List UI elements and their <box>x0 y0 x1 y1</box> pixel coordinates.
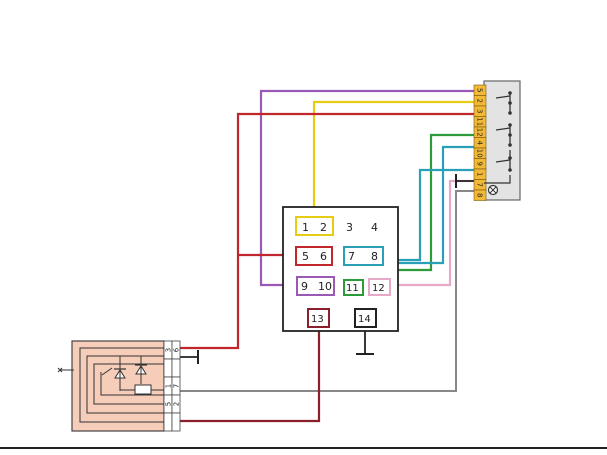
connector-pin-label: 9 <box>476 162 484 166</box>
contact-dot-5 <box>508 133 512 137</box>
relay-inner-line-4 <box>100 372 164 396</box>
module-pin-8: 8 <box>371 250 378 263</box>
wire-teal-2 <box>383 168 476 262</box>
relay-inner-line-3 <box>93 363 164 405</box>
pin-box-13 <box>307 308 330 328</box>
pin-box-5-6 <box>295 246 333 266</box>
contact-dot-7 <box>508 156 512 160</box>
resistor-icon <box>134 384 152 395</box>
connector-pin-strip: 5 2 3 11 12 4 10 9 1 7 8 <box>473 84 487 201</box>
pin-box-7-8 <box>343 246 384 266</box>
contact-dot-1 <box>508 91 512 95</box>
relay-pin-label: 5 <box>165 402 173 406</box>
relay-pin-label: 7 <box>173 384 181 388</box>
module-pin-13: 13 <box>311 314 324 325</box>
relay-inner-line-1 <box>79 347 164 423</box>
connector-pin-label: 3 <box>476 109 484 113</box>
contact-dot-8 <box>508 168 512 172</box>
relay-pin-label: 1 <box>165 384 173 388</box>
connector-pin-label: 8 <box>476 193 484 197</box>
module-pin-4: 4 <box>371 221 378 234</box>
contact-dot-6 <box>508 143 512 147</box>
lamp-wire <box>484 175 511 184</box>
relay-pin-cell <box>163 412 173 432</box>
module-pin-6: 6 <box>320 250 327 263</box>
relay-pin-cell <box>171 358 181 378</box>
relay-pin-cell <box>163 358 173 378</box>
switch-lever-2 <box>495 127 511 131</box>
module-pin-12: 12 <box>372 283 385 294</box>
connector-pin-label: 4 <box>476 141 484 146</box>
connector-pin-label: 10 <box>476 149 484 158</box>
module-pin-9: 9 <box>301 280 308 293</box>
control-module-box <box>282 206 399 332</box>
wire-purple <box>259 89 476 287</box>
connector-pin-label: 12 <box>476 128 484 137</box>
lamp-cross-2 <box>489 186 497 194</box>
module-pin-5: 5 <box>302 250 309 263</box>
pin-box-1-2 <box>295 216 334 236</box>
relay-pin-label: 3 <box>165 348 173 352</box>
relay-inner-line-2 <box>86 355 164 414</box>
connector-pin-cell <box>473 189 487 201</box>
module-pin-14: 14 <box>358 314 371 325</box>
module-pin-10: 10 <box>318 280 332 293</box>
contact-dot-3 <box>508 111 512 115</box>
switch-housing <box>483 80 521 201</box>
relay-pin-label: 6 <box>173 347 181 352</box>
connector-pin-label: 5 <box>476 88 484 92</box>
connector-pin-label: 7 <box>476 183 484 187</box>
wire-yellow <box>312 100 476 218</box>
relay-input-arrow-icon <box>57 367 74 373</box>
module-pin-1: 1 <box>302 221 309 234</box>
switch-lever-3 <box>495 159 511 163</box>
contact-dot-2 <box>508 101 512 105</box>
connector-pin-label: 2 <box>476 99 484 103</box>
module-pin-11: 11 <box>346 283 359 294</box>
pin-box-11 <box>343 279 364 296</box>
module-pin-2: 2 <box>320 221 327 234</box>
pin-box-9-10 <box>296 276 335 296</box>
switch-lever-1 <box>495 95 511 99</box>
module-pin-7: 7 <box>348 250 355 263</box>
module-pin-3: 3 <box>346 221 353 234</box>
wire-red <box>180 112 476 350</box>
relay-switch-arm <box>101 367 113 376</box>
connector-pin-label: 1 <box>476 172 484 176</box>
wire-maroon <box>180 327 321 423</box>
right-connector: 5 2 3 11 12 4 10 9 1 7 8 <box>473 80 521 201</box>
pin-box-12 <box>368 278 391 296</box>
relay-pin-cell <box>171 412 181 432</box>
connector-pin-label: 11 <box>476 117 484 126</box>
relay-pin-label: 2 <box>173 402 181 406</box>
pin-box-14 <box>354 308 377 328</box>
contact-dot-4 <box>508 123 512 127</box>
